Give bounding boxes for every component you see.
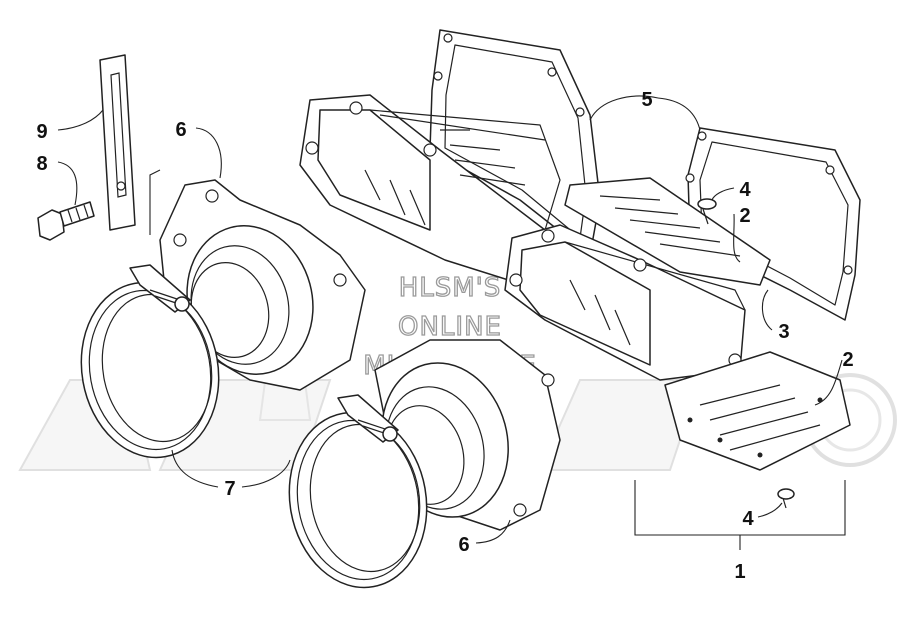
reed-petal-lower-part-2 [664, 351, 851, 471]
callout-5: 5 [641, 89, 652, 111]
hose-clamp-upper-part-7 [80, 264, 220, 459]
reed-cage-lower [504, 224, 746, 381]
watermark-line-1: HLSM'S [399, 273, 502, 303]
flange-bolt-part-8 [37, 201, 95, 241]
callout-6-upper: 6 [175, 119, 186, 141]
callout-6-lower: 6 [458, 534, 469, 556]
callout-4-upper: 4 [739, 179, 751, 201]
watermark-logo [18, 229, 897, 471]
callout-7: 7 [224, 478, 235, 500]
intake-flange-upper-part-6 [159, 179, 366, 391]
callout-9: 9 [36, 121, 47, 143]
callout-4-lower: 4 [742, 508, 754, 530]
callout-8: 8 [36, 153, 47, 175]
screw-upper-part-4 [697, 198, 717, 225]
callout-3: 3 [778, 321, 789, 343]
screw-lower-part-4 [777, 488, 795, 509]
callout-2-upper: 2 [739, 205, 750, 227]
watermark-line-2: ONLINE [398, 312, 502, 342]
bracket-strap-part-9 [99, 54, 136, 231]
reed-petal-upper-part-2 [564, 177, 771, 286]
callout-1: 1 [734, 561, 745, 583]
callout-labels: 9 8 6 5 4 2 3 2 7 6 4 1 [36, 89, 853, 583]
callout-2-lower: 2 [842, 349, 853, 371]
leader-lines [57, 95, 846, 550]
reed-cage-upper [299, 94, 561, 291]
hose-clamp-lower-part-7 [288, 394, 428, 589]
gasket-lower-part-5 [685, 127, 861, 321]
